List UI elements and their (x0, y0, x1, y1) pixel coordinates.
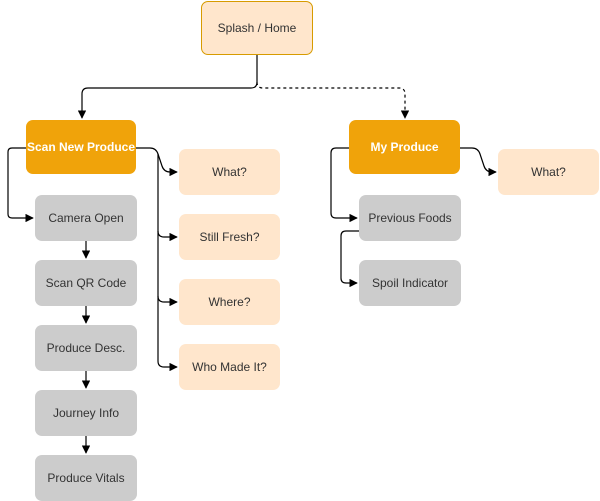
edge-scan-to-still-fresh (157, 154, 178, 242)
scan-new-produce-node[interactable]: Scan New Produce (26, 120, 136, 174)
produce-desc-label: Produce Desc. (46, 341, 126, 355)
edge-scan-to-where (157, 231, 178, 307)
splash-home-node[interactable]: Splash / Home (201, 1, 313, 55)
edge-my-produce-to-previous-foods (330, 147, 358, 223)
my-produce-label: My Produce (370, 140, 439, 154)
edge-previous-foods-to-spoil (340, 230, 359, 288)
scan-what-label: What? (212, 165, 247, 179)
still-fresh-label: Still Fresh? (199, 230, 260, 244)
edge-my-produce-to-what (460, 147, 497, 177)
edge-scan-to-camera (7, 147, 34, 223)
scan-qr-code-node[interactable]: Scan QR Code (35, 260, 137, 306)
produce-vitals-label: Produce Vitals (47, 471, 125, 485)
edge-splash-to-my-produce (256, 81, 410, 119)
my-produce-node[interactable]: My Produce (349, 120, 460, 174)
still-fresh-node[interactable]: Still Fresh? (179, 214, 280, 260)
where-label: Where? (208, 295, 251, 309)
previous-foods-node[interactable]: Previous Foods (359, 195, 461, 241)
previous-foods-label: Previous Foods (368, 211, 452, 225)
who-made-it-node[interactable]: Who Made It? (179, 344, 280, 390)
produce-vitals-node[interactable]: Produce Vitals (35, 455, 137, 501)
who-made-it-label: Who Made It? (192, 360, 267, 374)
edge-scan-to-who-made-it (157, 296, 178, 372)
spoil-indicator-label: Spoil Indicator (371, 276, 449, 290)
journey-info-label: Journey Info (52, 406, 120, 420)
scan-qr-code-label: Scan QR Code (45, 276, 127, 290)
my-produce-what-label: What? (531, 165, 566, 179)
journey-info-node[interactable]: Journey Info (35, 390, 137, 436)
camera-open-label: Camera Open (48, 211, 124, 225)
scan-new-produce-label: Scan New Produce (26, 140, 136, 154)
splash-home-label: Splash / Home (217, 21, 297, 35)
spoil-indicator-node[interactable]: Spoil Indicator (359, 260, 461, 306)
edge-splash-to-scan (77, 55, 258, 119)
my-produce-what-node[interactable]: What? (498, 149, 599, 195)
edge-scan-to-what (136, 147, 178, 177)
camera-open-node[interactable]: Camera Open (35, 195, 137, 241)
produce-desc-node[interactable]: Produce Desc. (35, 325, 137, 371)
scan-what-node[interactable]: What? (179, 149, 280, 195)
where-node[interactable]: Where? (179, 279, 280, 325)
